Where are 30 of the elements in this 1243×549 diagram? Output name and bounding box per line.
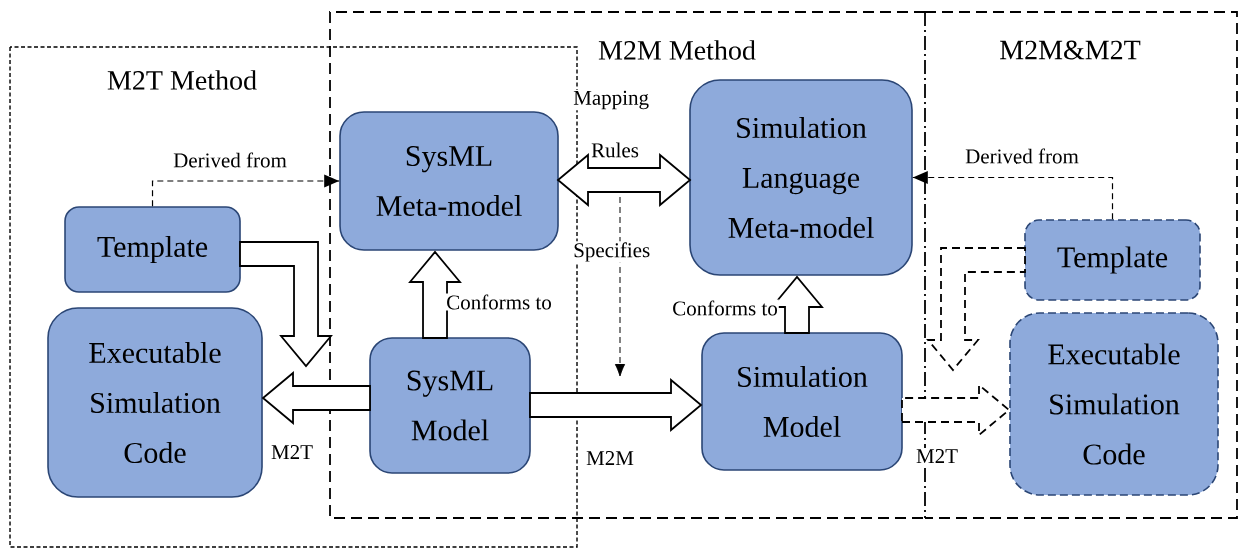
block-arrow <box>926 247 1026 372</box>
process-box: Simulation Model <box>701 332 903 471</box>
block-arrow <box>239 241 333 368</box>
text-label: Mapping <box>572 89 651 111</box>
text-label: Specifies <box>572 241 652 263</box>
block-arrow <box>408 250 462 339</box>
edge-label: M2T <box>270 444 314 460</box>
block-arrow <box>901 383 1011 437</box>
dashed-arrow <box>151 174 340 207</box>
region-heading: M2M&M2T <box>1000 40 1141 60</box>
process-box: Simulation Language Meta-model <box>689 79 913 276</box>
edge-label: M2M <box>585 450 635 466</box>
edge-label: Rules <box>590 141 640 159</box>
process-box: Template <box>1024 219 1201 301</box>
edge-label: M2T <box>915 448 959 464</box>
block-arrow <box>261 371 371 425</box>
process-box: Template <box>64 206 241 293</box>
block-arrow <box>556 153 692 207</box>
edge-label: Conforms to <box>671 299 779 317</box>
edge-label: Derived from <box>964 147 1080 165</box>
dashed-arrow <box>912 171 1114 220</box>
process-box: Executable Simulation Code <box>1009 312 1219 496</box>
region-heading: M2M Method <box>598 40 756 60</box>
process-box: SysML Model <box>369 337 531 474</box>
edge-label: Derived from <box>172 151 288 169</box>
process-box: SysML Meta-model <box>339 111 559 251</box>
region-heading: M2T Method <box>107 70 257 90</box>
block-arrow <box>529 378 703 432</box>
edge-label: Conforms to <box>445 293 553 311</box>
process-box: Executable Simulation Code <box>47 307 263 498</box>
